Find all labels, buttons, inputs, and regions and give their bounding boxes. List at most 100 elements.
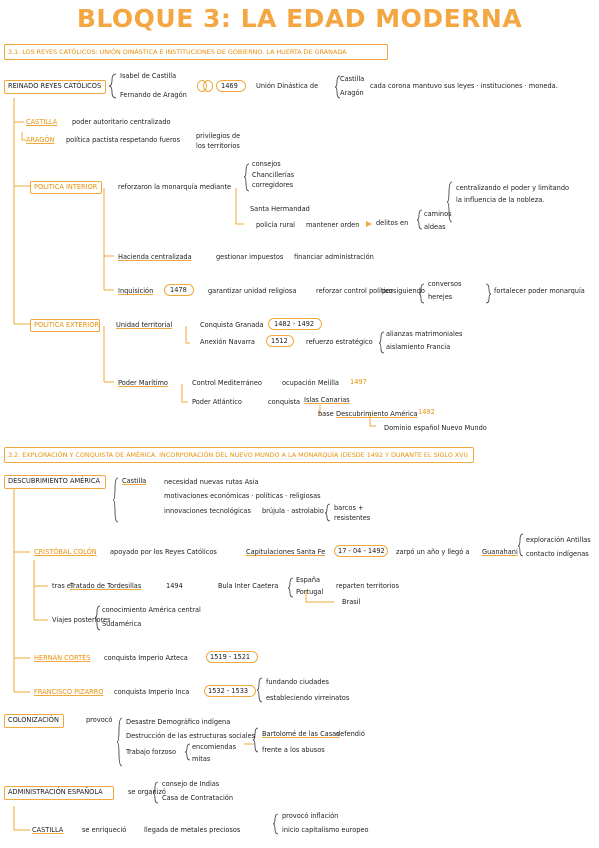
centralizando-text: centralizando el poder y limitando bbox=[456, 184, 570, 192]
fortalecer-text: fortalecer poder monarquía bbox=[494, 287, 585, 295]
aldeas-text: aldeas bbox=[424, 223, 446, 231]
date-oval bbox=[206, 651, 258, 663]
pol-ext-box bbox=[30, 319, 100, 332]
privilegios-text: privilegios de bbox=[196, 132, 241, 140]
casa-text: Casa de Contratación bbox=[162, 794, 234, 802]
section-3-2-box bbox=[4, 447, 474, 463]
date-oval bbox=[204, 685, 256, 697]
motivaciones-text: motivaciones económicas · políticas · re… bbox=[164, 492, 321, 500]
gestionar-text: gestionar impuestos bbox=[216, 253, 284, 261]
resistentes-text: resistentes bbox=[334, 514, 371, 522]
aragon-label: ARAGÓN bbox=[26, 136, 55, 144]
conversos-text: conversos bbox=[428, 280, 462, 288]
castilla-small: Castilla bbox=[340, 75, 365, 83]
caminos-text: caminos bbox=[424, 210, 452, 218]
conocimiento-text: conocimiento América central bbox=[102, 606, 201, 614]
ring-icon bbox=[203, 80, 213, 92]
castilla-desc: poder autoritario centralizado bbox=[72, 118, 171, 126]
bula-text: Bula Inter Caetera bbox=[218, 582, 279, 590]
garantizar-text: garantizar unidad religiosa bbox=[208, 287, 297, 295]
granada-text: Conquista Granada bbox=[200, 321, 264, 329]
date-oval bbox=[268, 318, 322, 330]
portugal-text: Portugal bbox=[296, 588, 324, 596]
descubrimiento-box bbox=[4, 475, 106, 489]
section-3-2-heading: 3.2. EXPLORACIÓN Y CONQUISTA DE AMÉRICA.… bbox=[8, 451, 468, 459]
year-1478: 1478 bbox=[170, 286, 187, 294]
zarpo-text: zarpó un año y llegó a bbox=[396, 548, 470, 556]
control-med-text: Control Mediterráneo bbox=[192, 379, 262, 387]
date-oval bbox=[334, 545, 388, 557]
conquista-text: conquista bbox=[268, 398, 301, 406]
consejos-text: consejos bbox=[252, 160, 281, 168]
administracion-box bbox=[4, 786, 114, 800]
pol-int-label: POLÍTICA INTERIOR bbox=[34, 183, 98, 191]
year-1512: 1512 bbox=[271, 337, 288, 345]
pol-int-box bbox=[30, 181, 102, 194]
alianzas-text: alianzas matrimoniales bbox=[386, 330, 463, 338]
llegada-text: llegada de metales preciosos bbox=[144, 826, 241, 834]
territorios-text: los territorios bbox=[196, 142, 240, 150]
date-oval bbox=[164, 284, 194, 296]
fernando-text: Fernando de Aragón bbox=[120, 91, 187, 99]
capitulaciones-text: Capitulaciones Santa Fe bbox=[246, 548, 326, 556]
descubrimiento-label: DESCUBRIMIENTO AMÉRICA bbox=[8, 477, 100, 485]
corregidores-text: corregidores bbox=[252, 181, 294, 189]
contacto-text: contacto indígenas bbox=[526, 550, 589, 558]
colon-label: CRISTÓBAL COLÓN bbox=[34, 548, 97, 556]
hacienda-text: Hacienda centralizada bbox=[118, 253, 192, 261]
isabel-text: Isabel de Castilla bbox=[120, 72, 177, 80]
castilla-2-label: CASTILLA bbox=[32, 826, 64, 834]
refuerzo-text: refuerzo estratégico bbox=[306, 338, 373, 346]
administracion-label: ADMINISTRACIÓN ESPAÑOLA bbox=[8, 788, 103, 796]
year-1497: 1497 bbox=[350, 378, 367, 386]
pol-ext-label: POLÍTICA EXTERIOR bbox=[34, 321, 100, 329]
union-text: Unión Dinástica de bbox=[256, 82, 319, 90]
herejes-text: herejes bbox=[428, 293, 453, 301]
estableciendo-text: estableciendo virreinatos bbox=[266, 694, 350, 702]
destruccion-text: Destrucción de las estructuras sociales bbox=[126, 732, 256, 740]
aragon-desc: política pactista bbox=[66, 136, 119, 144]
reforzar-text: reforzar control político bbox=[316, 287, 393, 295]
inca-text: conquista Imperio Inca bbox=[114, 688, 190, 696]
reinado-box bbox=[4, 80, 106, 94]
date-1492: 17 - 04 - 1492 bbox=[338, 547, 385, 555]
capitalismo-text: inicio capitalismo europeo bbox=[282, 826, 369, 834]
trabajo-text: Trabajo forzoso bbox=[126, 748, 177, 756]
canarias-text: Islas Canarias bbox=[304, 396, 350, 404]
section-3-1-box bbox=[4, 44, 388, 60]
policia-text: policía rural bbox=[256, 221, 295, 229]
tras-text: tras el bbox=[52, 582, 73, 590]
base-text: base bbox=[318, 410, 334, 418]
tordesillas-text: Tratado de Tordesillas bbox=[70, 582, 142, 590]
cada-corona-text: cada corona mantuvo sus leyes · instituc… bbox=[370, 82, 558, 90]
influencia-text: la influencia de la nobleza. bbox=[456, 196, 545, 204]
chancillerias-text: Chancillerías bbox=[252, 171, 295, 179]
fundando-text: fundando ciudades bbox=[266, 678, 329, 686]
section-3-1-heading: 3.1. LOS REYES CATÓLICOS: UNIÓN DINÁSTIC… bbox=[8, 48, 347, 56]
year-1494: 1494 bbox=[166, 582, 183, 590]
defendio-text: defendió bbox=[336, 730, 365, 738]
apoyado-text: apoyado por los Reyes Católicos bbox=[110, 548, 217, 556]
brasil-text: Brasil bbox=[342, 598, 361, 606]
delitos-text: delitos en bbox=[376, 219, 409, 227]
financiar-text: financiar administración bbox=[294, 253, 374, 261]
navarra-text: Anexión Navarra bbox=[200, 338, 255, 346]
aislamiento-text: aislamiento Francia bbox=[386, 343, 451, 351]
reforzaron-text: reforzaron la monarquía mediante bbox=[118, 183, 231, 191]
mantener-text: mantener orden bbox=[306, 221, 360, 229]
colonizacion-box bbox=[4, 714, 64, 728]
melilla-text: ocupación Melilla bbox=[282, 379, 339, 387]
poder-maritimo-text: Poder Marítimo bbox=[118, 379, 168, 387]
unidad-text: Unidad territorial bbox=[116, 321, 173, 329]
santa-hermandad-text: Santa Hermandad bbox=[250, 205, 310, 213]
castilla-32: Castilla bbox=[122, 477, 147, 485]
persiguiendo-text: persiguiendo bbox=[382, 287, 425, 295]
year-1469: 1469 bbox=[221, 82, 238, 90]
page-title: BLOQUE 3: LA EDAD MODERNA bbox=[76, 4, 523, 33]
date-oval bbox=[216, 80, 246, 92]
exploracion-text: exploración Antillas bbox=[526, 536, 591, 544]
innovaciones-text: innovaciones tecnológicas bbox=[164, 507, 251, 515]
poder-atl-text: Poder Atlántico bbox=[192, 398, 242, 406]
pizarro-label: FRANCISCO PIZARRO bbox=[34, 688, 104, 696]
